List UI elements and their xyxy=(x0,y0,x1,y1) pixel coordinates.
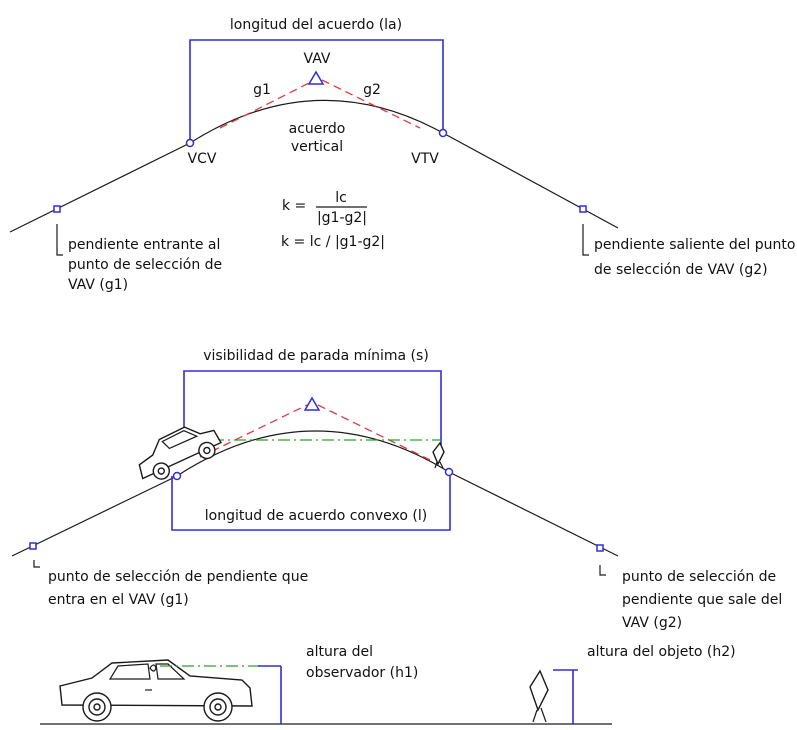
top-left-note-3: VAV (g1) xyxy=(68,277,128,293)
top-right-selection-point xyxy=(579,205,587,213)
object-height-dimension xyxy=(553,669,578,724)
object-icon xyxy=(529,669,549,723)
bottom-left-leader xyxy=(33,560,40,568)
top-right-leader xyxy=(582,224,589,256)
curve-name-line-1: acuerdo xyxy=(289,121,346,137)
sight-distance-dimension xyxy=(183,370,442,448)
bottom-right-note-3: VAV (g2) xyxy=(622,615,682,631)
observer-height-dimension xyxy=(258,665,282,724)
bottom-road-profile xyxy=(11,430,619,557)
bottom-right-note-2: pendiente que sale del xyxy=(622,592,782,608)
object-height-label: altura del objeto (h2) xyxy=(587,644,736,660)
top-vav-marker xyxy=(307,70,325,85)
formula-numerator: lc xyxy=(335,190,347,206)
top-left-leader xyxy=(56,224,63,256)
top-tangent-g2 xyxy=(321,79,421,129)
curve-length-label: longitud del acuerdo (la) xyxy=(230,17,402,33)
convex-length-dimension xyxy=(171,476,451,531)
curve-name-line-2: vertical xyxy=(291,139,343,155)
bottom-vav-marker xyxy=(303,396,321,411)
bottom-right-selection-point xyxy=(596,544,604,552)
bottom-right-leader xyxy=(599,565,606,576)
formula-inline: k = lc / |g1-g2| xyxy=(281,234,385,250)
vcv-label: VCV xyxy=(188,151,217,167)
height-legend: altura del observador (h1) altura del ob… xyxy=(40,644,736,725)
observer-height-label-1: altura del xyxy=(306,644,373,660)
vtv-label: VTV xyxy=(411,151,439,167)
bottom-left-selection-point xyxy=(29,542,37,550)
bottom-right-note-1: punto de selección de xyxy=(622,569,776,585)
g2-label: g2 xyxy=(363,82,381,98)
object-on-road-icon xyxy=(432,441,445,469)
car-on-slope-icon xyxy=(138,426,222,480)
bottom-vtv-point xyxy=(444,467,454,477)
top-tangent-g1 xyxy=(219,79,316,129)
vav-label: VAV xyxy=(304,51,331,67)
vtv-point xyxy=(438,128,448,138)
top-left-note-1: pendiente entrante al xyxy=(68,237,220,253)
top-left-selection-point xyxy=(53,205,61,213)
g1-label: g1 xyxy=(253,82,271,98)
top-left-note-2: punto de selección de xyxy=(68,257,222,273)
top-diagram: longitud del acuerdo (la) VAV g1 g2 acue… xyxy=(9,17,795,293)
formula-k: k = xyxy=(282,198,306,214)
convex-length-label: longitud de acuerdo convexo (l) xyxy=(205,508,427,524)
curve-length-dimension xyxy=(189,39,444,143)
top-right-note-1: pendiente saliente del punto xyxy=(594,237,795,253)
top-right-note-2: de selección de VAV (g2) xyxy=(594,262,768,278)
sight-distance-label: visibilidad de parada mínima (s) xyxy=(203,348,429,364)
bottom-tangent-g2 xyxy=(317,404,431,461)
vcv-point xyxy=(185,138,195,148)
bottom-vcv-point xyxy=(172,471,182,481)
bottom-tangent-g1 xyxy=(199,404,308,458)
formula-denominator: |g1-g2| xyxy=(317,210,367,226)
bottom-left-note-2: entra en el VAV (g1) xyxy=(48,592,189,608)
observer-car-icon xyxy=(59,659,253,722)
bottom-diagram: visibilidad de parada mínima (s) xyxy=(11,348,782,631)
bottom-left-note-1: punto de selección de pendiente que xyxy=(48,569,308,585)
top-road-profile xyxy=(9,99,619,233)
observer-height-label-2: observador (h1) xyxy=(306,665,418,681)
